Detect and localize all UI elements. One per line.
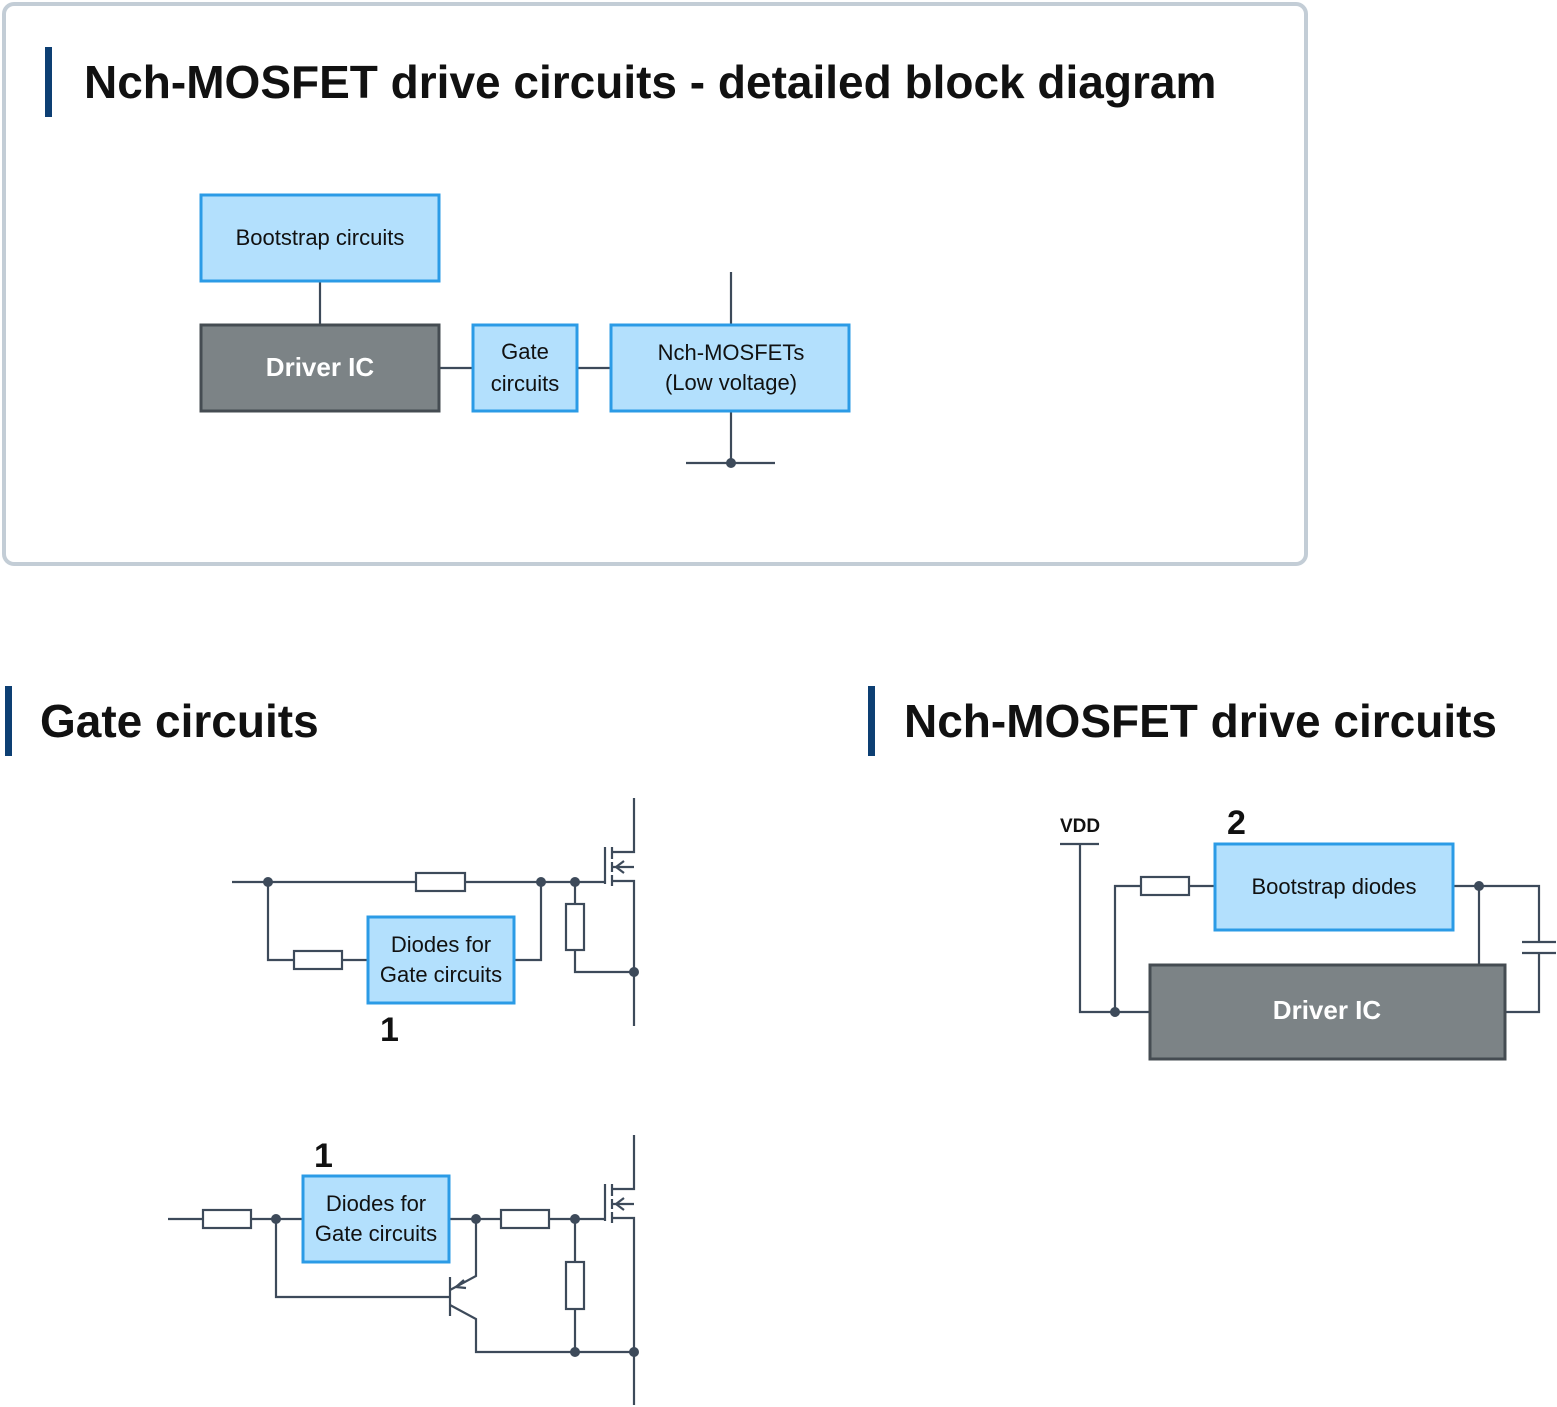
callout-number: 1 (314, 1137, 333, 1175)
mosfet-symbol (603, 798, 636, 1026)
transistor-symbol (448, 1219, 634, 1354)
diodes-for-gate-circuits-block: Diodes for Gate circuits (301, 1174, 451, 1264)
block-driver-ic: Driver IC (1148, 963, 1507, 1061)
block-nch-mosfets: Nch-MOSFETs (Low voltage) (609, 323, 851, 413)
resistor (414, 871, 467, 893)
resistor (292, 949, 344, 971)
resistor (564, 1260, 586, 1311)
svg-text:Gate: Gate (501, 339, 549, 364)
gate-title-accent-bar (5, 686, 12, 756)
drive-circuits-section: Nch-MOSFET drive circuits VDD Bootstrap … (868, 686, 1556, 1061)
capacitor-symbol (1522, 940, 1556, 955)
top-panel: Nch-MOSFET drive circuits - detailed blo… (2, 2, 1308, 566)
block-bootstrap-diodes: Bootstrap diodes (1213, 842, 1455, 932)
junction-dot (726, 458, 736, 468)
svg-text:(Low voltage): (Low voltage) (665, 370, 797, 395)
gate-section-title: Gate circuits (40, 695, 319, 747)
callout-number: 1 (380, 1011, 399, 1049)
block-bootstrap-circuits: Bootstrap circuits (199, 193, 441, 283)
svg-text:Gate circuits: Gate circuits (315, 1221, 437, 1246)
top-title-accent-bar (45, 47, 52, 117)
gate-circuits-section: Gate circuits (5, 686, 639, 1405)
mosfet-symbol (603, 1135, 636, 1405)
svg-text:Bootstrap diodes: Bootstrap diodes (1251, 874, 1416, 899)
svg-text:circuits: circuits (491, 371, 559, 396)
diodes-for-gate-circuits-block: Diodes for Gate circuits (366, 915, 516, 1005)
svg-text:Diodes for: Diodes for (391, 932, 491, 957)
svg-text:Diodes for: Diodes for (326, 1191, 426, 1216)
svg-text:Driver IC: Driver IC (266, 352, 375, 382)
svg-text:Nch-MOSFETs: Nch-MOSFETs (658, 340, 805, 365)
block-gate-circuits: Gate circuits (471, 323, 579, 413)
svg-text:Gate circuits: Gate circuits (380, 962, 502, 987)
top-panel-title: Nch-MOSFET drive circuits - detailed blo… (84, 56, 1216, 108)
drive-section-title: Nch-MOSFET drive circuits (904, 695, 1497, 747)
top-panel-frame (2, 2, 1308, 566)
resistor (499, 1208, 551, 1230)
vdd-label: VDD (1060, 816, 1100, 837)
gate-circuit-2: Diodes for Gate circuits 1 (168, 1135, 639, 1405)
svg-text:Driver IC: Driver IC (1273, 995, 1382, 1025)
block-driver-ic: Driver IC (199, 323, 441, 413)
svg-text:Bootstrap circuits: Bootstrap circuits (236, 225, 405, 250)
resistor (201, 1208, 253, 1230)
callout-number: 2 (1227, 804, 1246, 842)
resistor (564, 902, 586, 952)
resistor (1139, 875, 1191, 897)
drive-title-accent-bar (868, 686, 875, 756)
gate-circuit-1: Diodes for Gate circuits 1 (232, 798, 639, 1049)
